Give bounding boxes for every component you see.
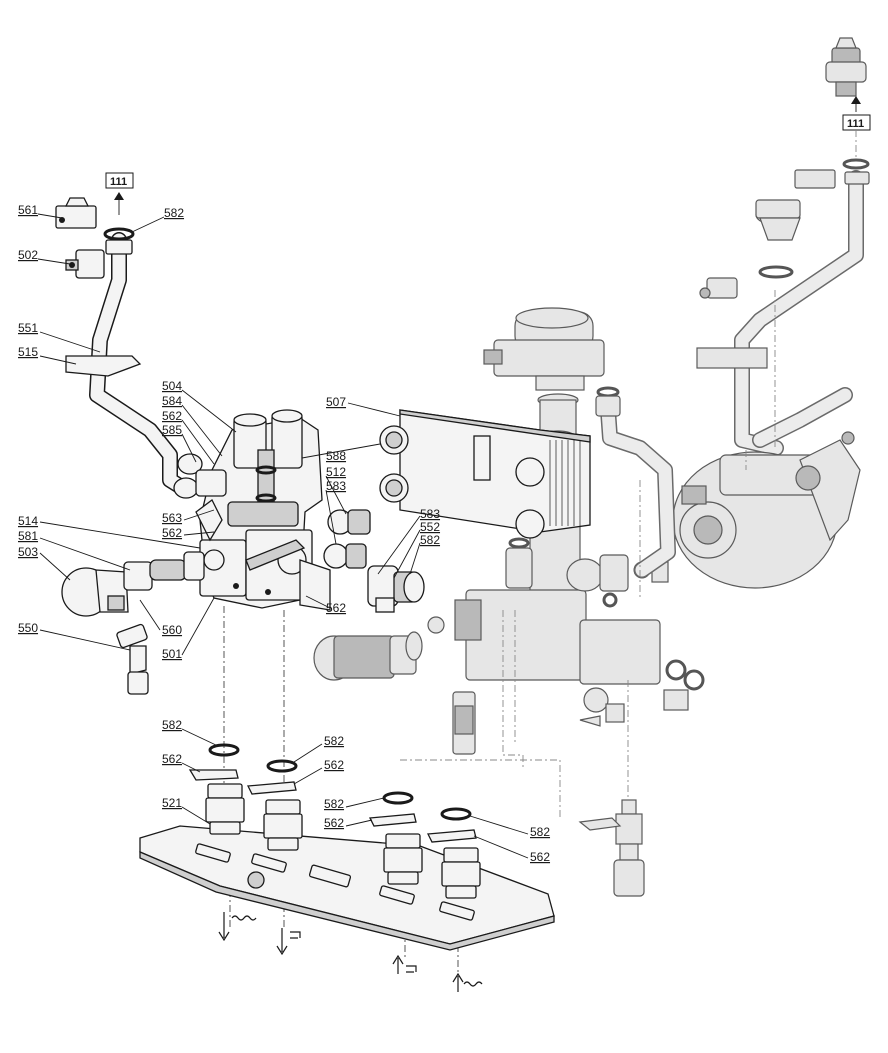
- label-514: 514: [18, 514, 38, 528]
- label-584: 584: [162, 394, 182, 408]
- connector-2: [263, 799, 303, 851]
- arrow-head-icon: [851, 96, 861, 104]
- connector-1: [205, 783, 245, 835]
- label-582-e: 582: [530, 825, 550, 839]
- sensor-502: [65, 249, 105, 279]
- label-521: 521: [162, 796, 182, 810]
- filter-part: [313, 631, 423, 681]
- hot-water-icon: [276, 928, 301, 956]
- label-503: 503: [18, 545, 38, 559]
- pump-part: [672, 431, 861, 589]
- label-562-a: 562: [162, 409, 182, 423]
- label-562-e: 562: [324, 758, 344, 772]
- label-560: 560: [162, 623, 182, 637]
- ref-box-right: [842, 114, 871, 131]
- o-ring: [208, 743, 240, 757]
- connector-3: [383, 833, 423, 885]
- grey-manifold-part: [427, 499, 705, 755]
- base-plate-521: [139, 825, 555, 951]
- label-552: 552: [420, 520, 440, 534]
- label-582-c: 582: [324, 734, 344, 748]
- label-502: 502: [18, 248, 38, 262]
- heating-return-icon: [452, 972, 483, 992]
- heat-exchanger-507: [379, 409, 591, 539]
- label-583-b: 583: [420, 507, 440, 521]
- clip-561: [55, 197, 97, 229]
- ghost-assembly: 111: [400, 37, 871, 897]
- label-501: 501: [162, 647, 182, 661]
- label-504: 504: [162, 379, 182, 393]
- ref-box-right-text: 111: [847, 118, 864, 130]
- manifold-501: [199, 409, 331, 611]
- label-561: 561: [18, 203, 38, 217]
- o-ring-582: [103, 227, 135, 241]
- label-582-a: 582: [420, 533, 440, 547]
- label-551: 551: [18, 321, 38, 335]
- label-562-g: 562: [530, 850, 550, 864]
- plate-515: [65, 355, 142, 377]
- hose-550: [116, 623, 149, 695]
- label-512: 512: [326, 465, 346, 479]
- ref-box-left-text: 111: [110, 176, 127, 188]
- part-labels: 561 502 551 515 582 504 584 562 585 563 …: [18, 203, 550, 864]
- label-562-c: 562: [326, 601, 346, 615]
- cold-water-icon: [392, 954, 417, 974]
- grey-fitting-part: [578, 799, 645, 897]
- leader-lines: [37, 213, 529, 859]
- heating-flow-icon: [218, 912, 257, 942]
- label-507: 507: [326, 395, 346, 409]
- label-562-f: 562: [324, 816, 344, 830]
- label-588: 588: [326, 449, 346, 463]
- fitting-552: [367, 565, 425, 613]
- arrow-head-icon: [114, 192, 124, 200]
- top-sensor-part: [825, 37, 867, 97]
- connector-4: [441, 847, 481, 899]
- label-583-a: 583: [326, 479, 346, 493]
- label-582-d: 582: [324, 797, 344, 811]
- label-585: 585: [162, 423, 182, 437]
- gas-valve-part: [483, 307, 605, 442]
- valve-503: [61, 551, 205, 617]
- label-581: 581: [18, 529, 38, 543]
- label-563: 563: [162, 511, 182, 525]
- label-562-d: 562: [162, 752, 182, 766]
- label-515: 515: [18, 345, 38, 359]
- ref-box-left: [105, 172, 134, 189]
- label-582-top: 582: [164, 206, 184, 220]
- label-582-b: 582: [162, 718, 182, 732]
- label-562-b: 562: [162, 526, 182, 540]
- label-550: 550: [18, 621, 38, 635]
